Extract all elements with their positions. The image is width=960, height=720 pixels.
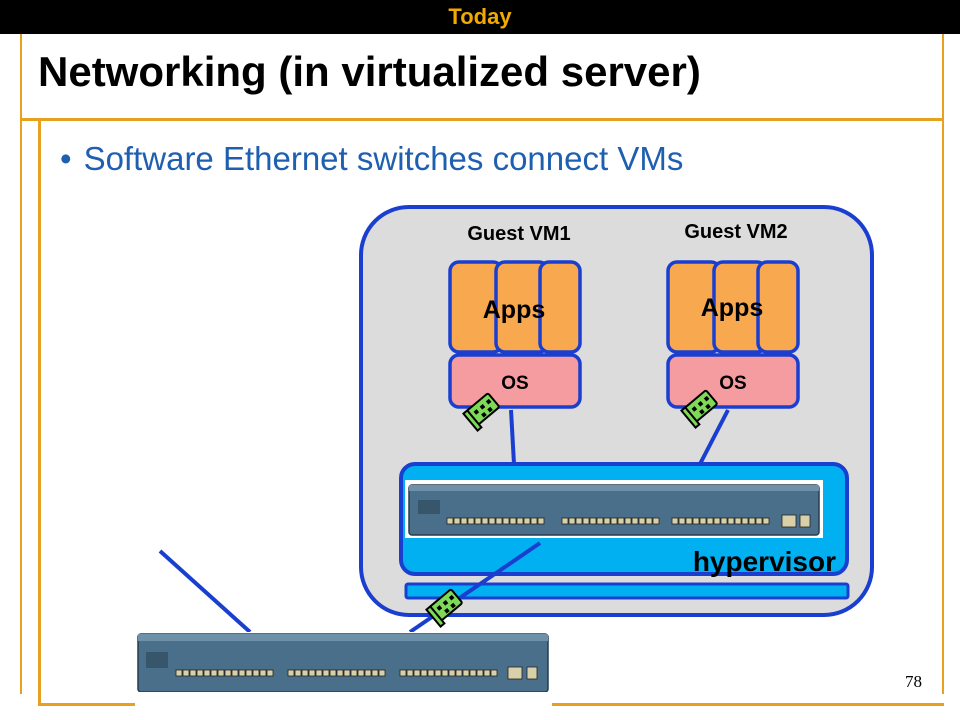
vm2-apps-label: Apps bbox=[701, 294, 764, 322]
vm1-apps-label: Apps bbox=[483, 296, 546, 324]
frame-left-rule bbox=[20, 34, 22, 694]
bullet-item: • Software Ethernet switches connect VMs bbox=[60, 140, 683, 178]
title-rule bbox=[20, 118, 944, 121]
slide-title: Networking (in virtualized server) bbox=[38, 48, 701, 95]
physical-switch bbox=[135, 632, 552, 706]
section-label: Today bbox=[448, 4, 512, 29]
vm1-os-label: OS bbox=[501, 373, 528, 394]
vm1-label: Guest VM1 bbox=[467, 223, 570, 245]
vm1-link bbox=[509, 409, 516, 465]
content-left-rule bbox=[38, 121, 41, 706]
bullet-text: Software Ethernet switches connect VMs bbox=[83, 140, 684, 177]
page-number: 78 bbox=[905, 672, 922, 691]
top-bar bbox=[0, 0, 960, 34]
physical-nic-bar bbox=[404, 582, 850, 600]
bullet-dot: • bbox=[60, 140, 72, 177]
hypervisor-label: hypervisor bbox=[693, 546, 836, 577]
vm2-label: Guest VM2 bbox=[684, 221, 787, 243]
vm2-apps-block bbox=[666, 260, 800, 354]
vm2-os-label: OS bbox=[719, 373, 746, 394]
frame-right-rule bbox=[942, 34, 944, 694]
vm1-apps-block bbox=[448, 260, 582, 354]
virtual-switch bbox=[405, 480, 823, 538]
external-link bbox=[158, 549, 252, 634]
vm1-os-block bbox=[448, 353, 582, 409]
vm2-link bbox=[698, 409, 730, 465]
